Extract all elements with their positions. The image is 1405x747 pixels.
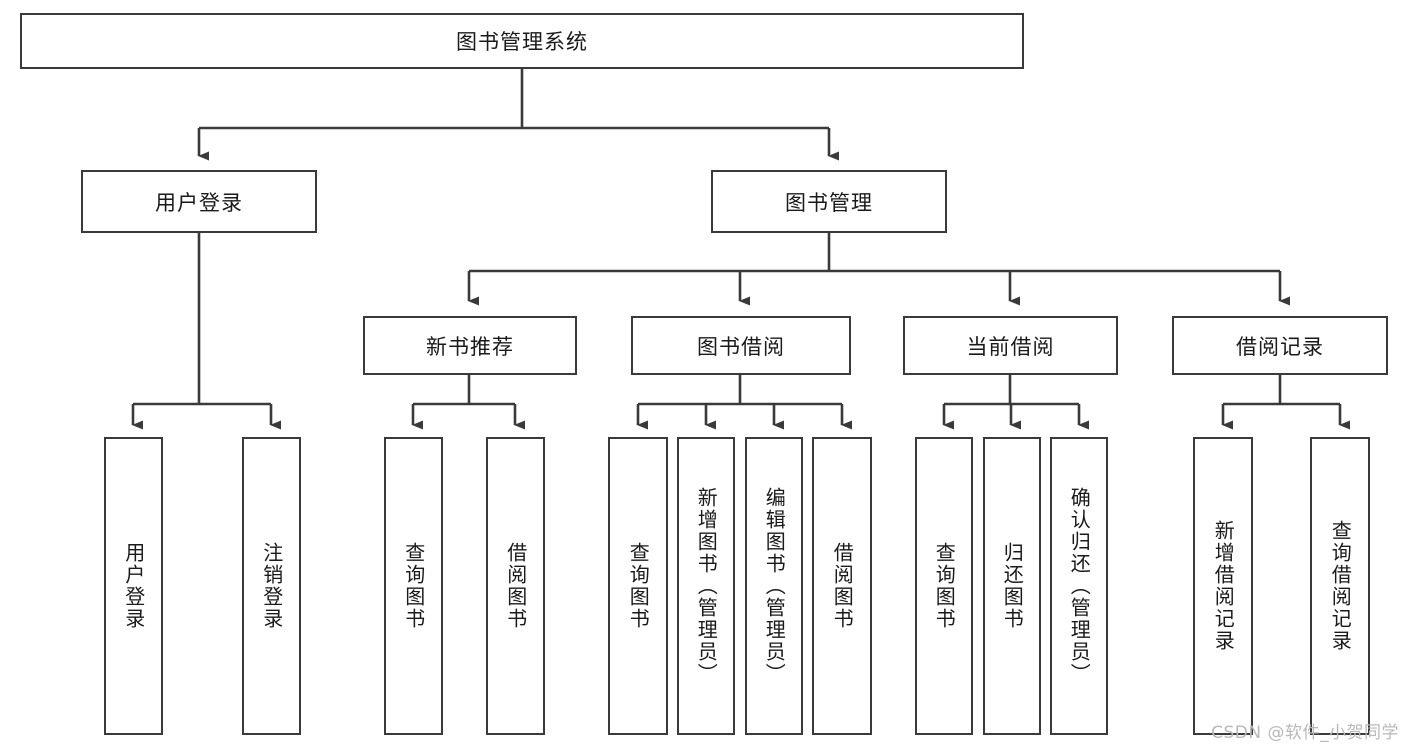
leaf-return-book[interactable]: 归还图书 bbox=[983, 437, 1041, 735]
leaf-query-book-3-label: 查询图书 bbox=[932, 542, 957, 630]
leaf-query-book-2-label: 查询图书 bbox=[626, 542, 651, 630]
node-root-label: 图书管理系统 bbox=[456, 30, 588, 54]
leaf-add-record-label: 新增借阅记录 bbox=[1211, 520, 1236, 652]
leaf-add-book[interactable]: 新增图书（管理员） bbox=[677, 437, 735, 735]
leaf-add-record[interactable]: 新增借阅记录 bbox=[1193, 437, 1253, 735]
leaf-logout[interactable]: 注销登录 bbox=[242, 437, 301, 735]
leaf-borrow-book-1[interactable]: 借阅图书 bbox=[486, 437, 545, 735]
leaf-borrow-book-1-label: 借阅图书 bbox=[503, 542, 528, 630]
node-book-borrow[interactable]: 图书借阅 bbox=[631, 316, 851, 375]
leaf-edit-book[interactable]: 编辑图书（管理员） bbox=[745, 437, 803, 735]
leaf-query-record[interactable]: 查询借阅记录 bbox=[1310, 437, 1370, 735]
leaf-user-login-label: 用户登录 bbox=[121, 542, 146, 630]
node-borrow-record[interactable]: 借阅记录 bbox=[1172, 316, 1388, 375]
leaf-query-record-label: 查询借阅记录 bbox=[1328, 520, 1353, 652]
leaf-query-book-1[interactable]: 查询图书 bbox=[384, 437, 443, 735]
leaf-borrow-book-2[interactable]: 借阅图书 bbox=[812, 437, 872, 735]
leaf-query-book-2[interactable]: 查询图书 bbox=[608, 437, 668, 735]
node-book-manage-label: 图书管理 bbox=[785, 190, 873, 215]
leaf-confirm-return-label: 确认归还（管理员） bbox=[1067, 487, 1092, 685]
leaf-return-book-label: 归还图书 bbox=[1000, 542, 1025, 630]
node-user-login-label: 用户登录 bbox=[155, 190, 243, 215]
leaf-user-login[interactable]: 用户登录 bbox=[104, 437, 163, 735]
leaf-logout-label: 注销登录 bbox=[259, 542, 284, 630]
watermark: CSDN @软件_小贺同学 bbox=[1211, 723, 1399, 743]
leaf-borrow-book-2-label: 借阅图书 bbox=[830, 542, 855, 630]
leaf-confirm-return[interactable]: 确认归还（管理员） bbox=[1050, 437, 1108, 735]
leaf-edit-book-label: 编辑图书（管理员） bbox=[762, 487, 787, 685]
node-user-login[interactable]: 用户登录 bbox=[81, 170, 317, 233]
node-current-borrow-label: 当前借阅 bbox=[966, 334, 1055, 359]
node-book-manage[interactable]: 图书管理 bbox=[711, 170, 947, 233]
leaf-add-book-label: 新增图书（管理员） bbox=[694, 487, 719, 685]
node-book-borrow-label: 图书借阅 bbox=[697, 334, 785, 359]
leaf-query-book-3[interactable]: 查询图书 bbox=[915, 437, 973, 735]
node-new-book-rec[interactable]: 新书推荐 bbox=[363, 316, 577, 375]
node-root[interactable]: 图书管理系统 bbox=[20, 13, 1024, 69]
node-borrow-record-label: 借阅记录 bbox=[1236, 334, 1324, 359]
node-new-book-rec-label: 新书推荐 bbox=[426, 334, 514, 359]
node-current-borrow[interactable]: 当前借阅 bbox=[903, 316, 1118, 375]
leaf-query-book-1-label: 查询图书 bbox=[401, 542, 426, 630]
